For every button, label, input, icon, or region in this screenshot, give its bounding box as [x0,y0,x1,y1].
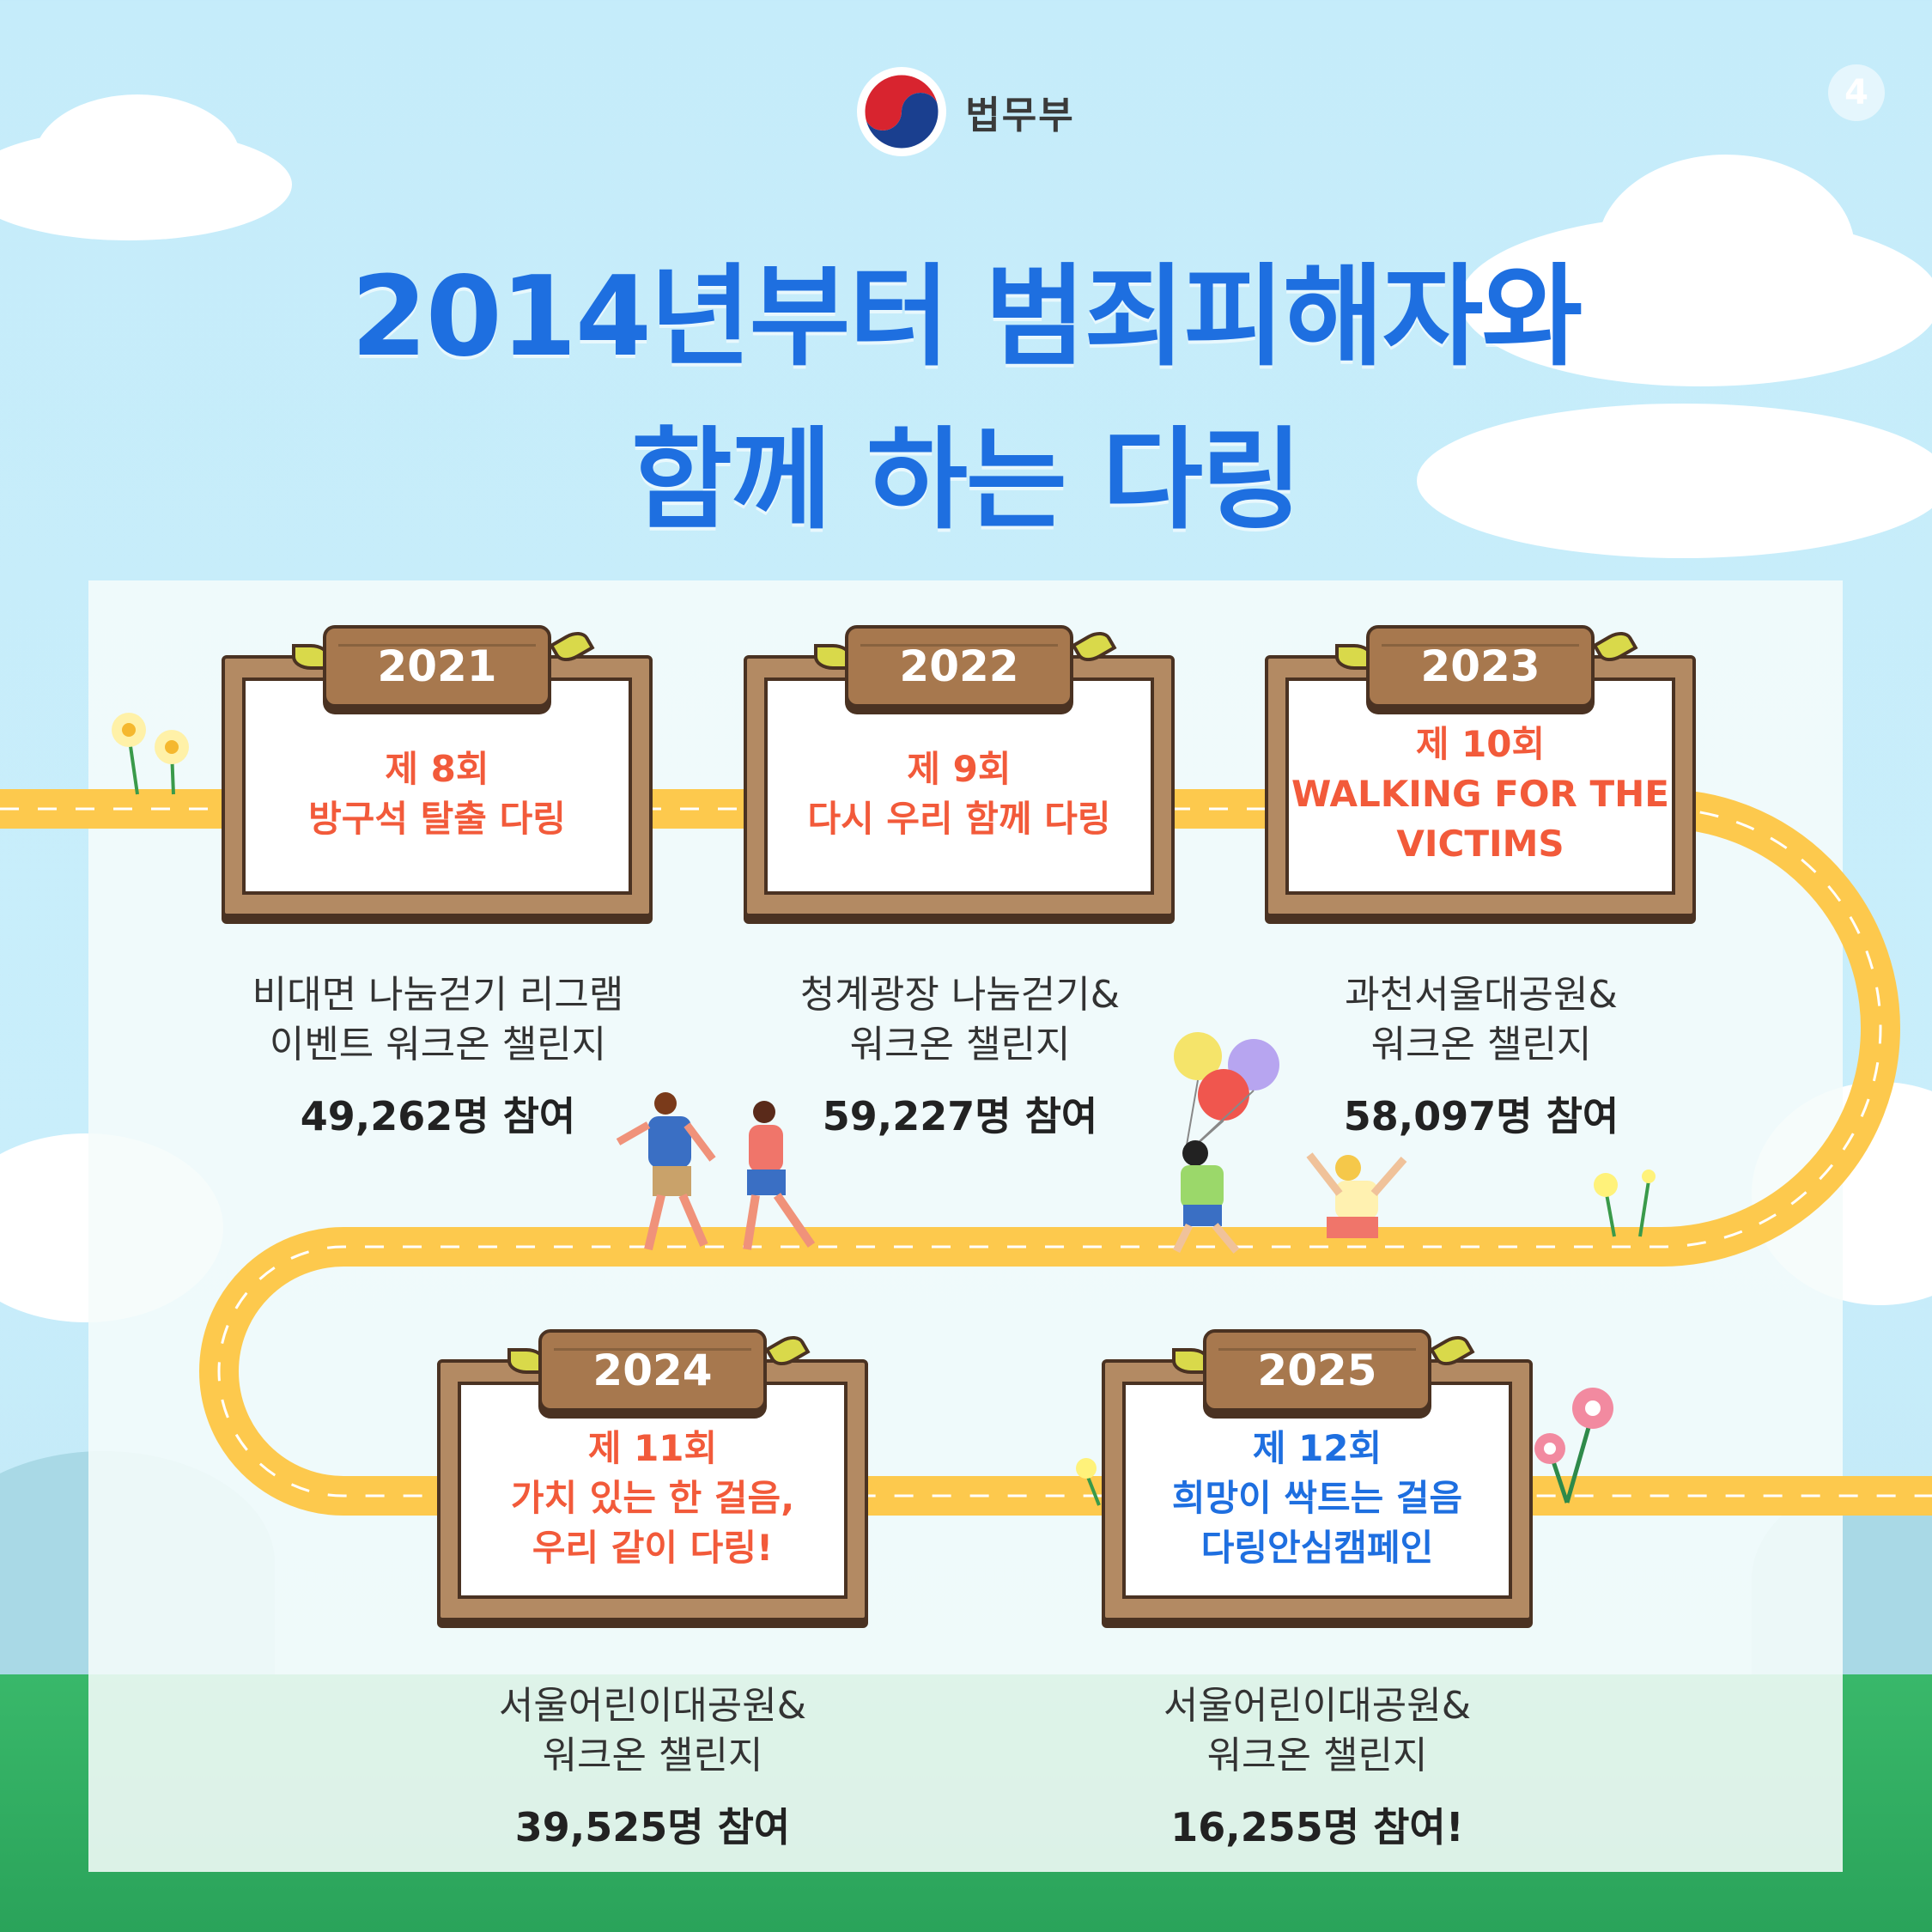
event-caption-2024: 서울어린이대공원& 워크온 챌린지 39,525명 참여 [395,1681,910,1853]
timeline-card-2024: 제 11회 가치 있는 한 걸음, 우리 같이 다링! 2024 [437,1329,868,1621]
page-number-badge: 4 [1828,64,1885,121]
pink-flowers-icon [1534,1388,1613,1504]
card-content: 제 8회 방구석 탈출 다링 [242,677,632,895]
timeline-card-2021: 제 8회 방구석 탈출 다링 2021 [222,625,653,917]
card-content: 제 11회 가치 있는 한 걸음, 우리 같이 다링! [458,1382,848,1599]
kids-with-balloons-illustration [1172,1032,1407,1254]
ministry-name: 법무부 [965,94,1075,137]
page-title: 2014년부터 범죄피해자와 함께 하는 다링 [0,236,1932,562]
event-name: 다링안심캠페인 [1200,1526,1434,1569]
card-content: 제 12회 희망이 싹트는 걸음 다링안심캠페인 [1122,1382,1512,1599]
walking-couple-illustration [616,1092,816,1251]
cloud [34,94,240,223]
cloud [1417,404,1932,558]
cloud [1597,155,1855,343]
card-frame: 제 9회 다시 우리 함께 다링 [744,655,1175,917]
year-tag: 2023 [1366,625,1595,708]
event-caption-2025: 서울어린이대공원& 워크온 챌린지 16,255명 참여! [1060,1681,1575,1853]
card-content: 제 9회 다시 우리 함께 다링 [764,677,1154,895]
timeline-card-2023: 제 10회 WALKING FOR THE VICTIMS 2023 [1265,625,1696,917]
event-name: 다시 우리 함께 다링 [807,797,1111,840]
edition-label: 제 11회 [587,1426,718,1469]
participant-count: 49,262명 참여 [300,1093,576,1139]
edition-label: 제 12회 [1252,1426,1382,1469]
card-content: 제 10회 WALKING FOR THE VICTIMS [1285,677,1675,895]
participant-count: 16,255명 참여! [1170,1804,1464,1850]
event-name: 가치 있는 한 걸음, [510,1476,795,1519]
header: 법무부 [0,64,1932,159]
event-description: 워크온 챌린지 [1206,1734,1428,1777]
year-tag: 2021 [323,625,551,708]
year-tag: 2025 [1203,1329,1431,1412]
event-description: 이벤트 워크온 챌린지 [269,1023,607,1066]
event-description: 비대면 나눔걷기 리그램 [252,973,624,1017]
event-description: 서울어린이대공원& [498,1684,807,1728]
event-name: WALKING FOR THE [1291,772,1669,815]
daisy-flowers-icon [112,713,189,795]
event-description: 워크온 챌린지 [1370,1023,1592,1066]
event-caption-2023: 과천서울대공원& 워크온 챌린지 58,097명 참여 [1224,970,1739,1142]
event-description: 서울어린이대공원& [1163,1684,1472,1728]
ministry-emblem-icon [857,67,947,156]
title-line-1: 2014년부터 범죄피해자와 [350,253,1583,381]
participant-count: 58,097명 참여 [1343,1093,1619,1139]
participant-count: 59,227명 참여 [822,1093,1098,1139]
event-name: 우리 같이 다링! [532,1526,774,1569]
event-description: 청계광장 나눔걷기& [799,973,1121,1017]
timeline-card-2022: 제 9회 다시 우리 함께 다링 2022 [744,625,1175,917]
edition-label: 제 9회 [907,747,1012,790]
event-description: 워크온 챌린지 [849,1023,1071,1066]
timeline-card-2025: 제 12회 희망이 싹트는 걸음 다링안심캠페인 2025 [1102,1329,1533,1621]
title-line-2: 함께 하는 다링 [631,416,1303,544]
edition-label: 제 8회 [385,747,489,790]
year-tag: 2024 [538,1329,767,1412]
event-name: VICTIMS [1396,822,1564,865]
yellow-flowers-icon [1594,1170,1656,1237]
edition-label: 제 10회 [1415,722,1546,765]
event-caption-2021: 비대면 나눔걷기 리그램 이벤트 워크온 챌린지 49,262명 참여 [180,970,696,1142]
event-name: 방구석 탈출 다링 [308,797,566,840]
event-name: 희망이 싹트는 걸음 [1171,1476,1463,1519]
event-description: 과천서울대공원& [1345,973,1618,1017]
small-yellow-flower-icon [1076,1458,1101,1506]
year-tag: 2022 [845,625,1073,708]
event-description: 워크온 챌린지 [542,1734,763,1777]
participant-count: 39,525명 참여 [514,1804,791,1850]
event-caption-2022: 청계광장 나눔걷기& 워크온 챌린지 59,227명 참여 [702,970,1218,1142]
